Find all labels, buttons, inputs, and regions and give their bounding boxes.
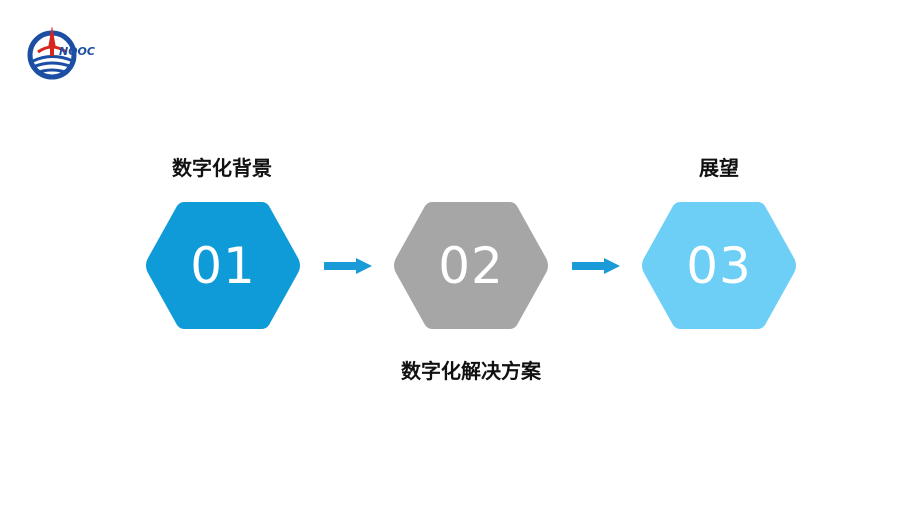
- logo-wordmark: NOOC: [59, 45, 95, 58]
- arrow-right-icon: [324, 258, 372, 274]
- step-2-label: 数字化解决方案: [401, 359, 541, 383]
- step-2-hex-shape: [394, 202, 548, 329]
- arrow-right-icon: [572, 258, 620, 274]
- step-3-label: 展望: [699, 156, 739, 180]
- step-1-hexagon: 01: [144, 198, 302, 333]
- step-1-label: 数字化背景: [172, 156, 272, 180]
- step-2-number: 02: [438, 236, 504, 295]
- step-3-hex-shape: [642, 202, 796, 329]
- step-3-number: 03: [686, 236, 752, 295]
- step-1-number: 01: [190, 236, 256, 295]
- step-2-hexagon: 02: [392, 198, 550, 333]
- step-3-hexagon: 03: [640, 198, 798, 333]
- step-1-hex-shape: [146, 202, 300, 329]
- company-logo: NOOC: [26, 22, 102, 82]
